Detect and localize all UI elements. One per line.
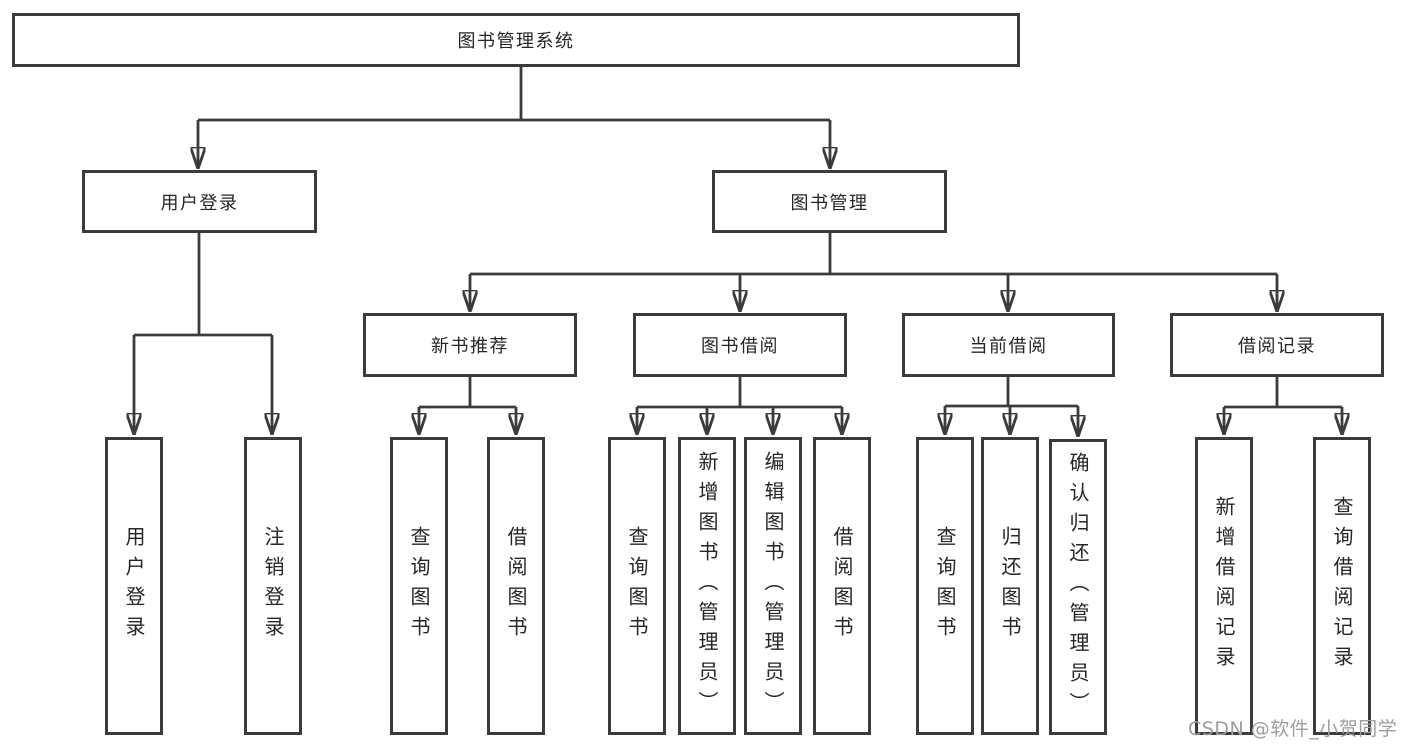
node-leaf-query-books-2: 查询图书 xyxy=(608,437,666,735)
node-user-login: 用户登录 xyxy=(82,170,317,233)
node-leaf-confirm-return-admin: 确认归还（管理员） xyxy=(1049,439,1107,735)
leaf-query-borrow-record-label: 查询借阅记录 xyxy=(1330,496,1354,676)
leaf-query-books-3-label: 查询图书 xyxy=(933,526,957,646)
node-new-book-recommend: 新书推荐 xyxy=(363,313,577,377)
node-leaf-borrow-books-2: 借阅图书 xyxy=(813,437,871,735)
leaf-add-borrow-record-label: 新增借阅记录 xyxy=(1212,496,1236,676)
csdn-watermark: CSDN @软件_小贺同学 xyxy=(1188,718,1398,740)
node-book-borrowing: 图书借阅 xyxy=(633,313,847,377)
node-current-borrowing: 当前借阅 xyxy=(902,313,1115,377)
node-leaf-edit-books-admin: 编辑图书（管理员） xyxy=(744,437,802,735)
node-leaf-query-books-1: 查询图书 xyxy=(390,437,448,735)
leaf-return-books-label: 归还图书 xyxy=(998,526,1022,646)
node-book-management: 图书管理 xyxy=(712,170,947,233)
leaf-add-books-admin-label: 新增图书（管理员） xyxy=(695,451,719,721)
node-leaf-add-borrow-record: 新增借阅记录 xyxy=(1195,437,1253,735)
node-leaf-add-books-admin: 新增图书（管理员） xyxy=(678,437,736,735)
leaf-edit-books-admin-label: 编辑图书（管理员） xyxy=(761,451,785,721)
leaf-borrow-books-1-label: 借阅图书 xyxy=(504,526,528,646)
leaf-logout-label: 注销登录 xyxy=(261,526,285,646)
leaf-query-books-2-label: 查询图书 xyxy=(625,526,649,646)
leaf-confirm-return-admin-label: 确认归还（管理员） xyxy=(1066,452,1090,722)
leaf-query-books-1-label: 查询图书 xyxy=(407,526,431,646)
node-leaf-user-login: 用户登录 xyxy=(105,437,163,735)
node-leaf-borrow-books-1: 借阅图书 xyxy=(487,437,545,735)
leaf-user-login-label: 用户登录 xyxy=(122,526,146,646)
node-leaf-return-books: 归还图书 xyxy=(981,437,1039,735)
node-leaf-logout: 注销登录 xyxy=(244,437,302,735)
node-leaf-query-books-3: 查询图书 xyxy=(916,437,974,735)
node-library-management-system: 图书管理系统 xyxy=(12,13,1020,67)
node-borrowing-records: 借阅记录 xyxy=(1170,313,1384,377)
leaf-borrow-books-2-label: 借阅图书 xyxy=(830,526,854,646)
node-leaf-query-borrow-record: 查询借阅记录 xyxy=(1313,437,1371,735)
